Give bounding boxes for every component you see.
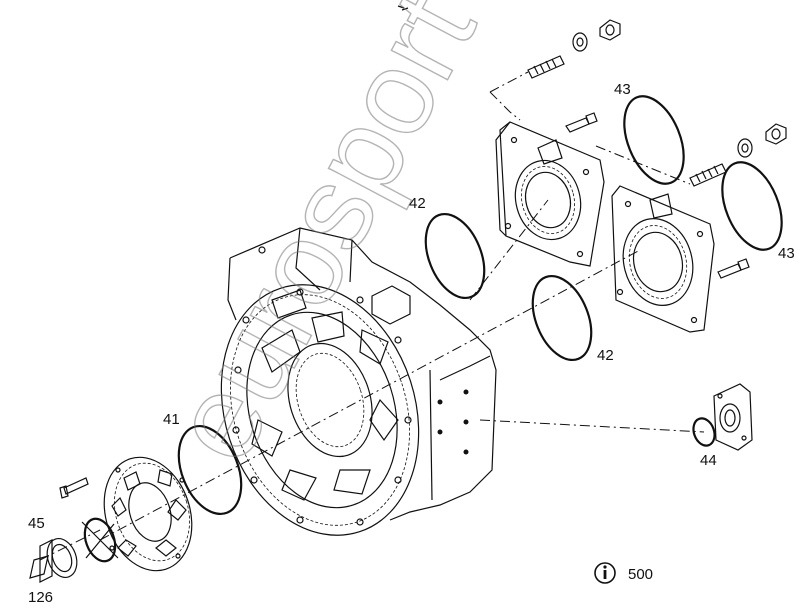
o-ring-44: [692, 417, 716, 447]
info-circle-icon: [594, 562, 616, 584]
top-mark: [397, 5, 409, 11]
bolt-front-cover: [59, 477, 89, 499]
callout-42-upper: 42: [409, 195, 426, 212]
callout-43-lower: 43: [778, 245, 795, 262]
o-ring-43-upper: [623, 95, 685, 185]
o-ring-42-upper: [424, 212, 486, 300]
main-housing: [220, 227, 497, 536]
bolt-upper-cover: [565, 112, 598, 133]
axis-line-small-flange: [479, 419, 705, 433]
small-flange: [713, 383, 753, 451]
axis-line-upper-cover: [469, 199, 549, 301]
o-ring-43-lower: [721, 161, 783, 251]
callout-41: 41: [163, 411, 180, 428]
housing-boss: [258, 246, 266, 254]
callout-43-upper: 43: [614, 81, 631, 98]
upper-bearing-cover: [495, 121, 605, 267]
axis-line-seal: [39, 529, 101, 561]
callout-42-lower: 42: [597, 347, 614, 364]
o-ring-42-lower: [531, 274, 593, 362]
callout-126: 126: [28, 589, 53, 606]
axis-line-stud-upper: [489, 71, 529, 93]
stud-washer-nut-lower: [689, 123, 787, 187]
watermark: eurosport: [145, 0, 501, 482]
callout-45: 45: [28, 515, 45, 532]
stud-washer-nut-upper: [527, 19, 621, 79]
bolt-lower-cover: [717, 258, 750, 279]
shaft-seal-126: [29, 538, 78, 583]
axis-line-stud-lower: [595, 145, 691, 185]
info-number: 500: [628, 566, 653, 583]
lower-bearing-cover: [611, 185, 715, 333]
main-axis-line: [99, 249, 641, 541]
callout-44: 44: [700, 452, 717, 469]
axis-line-stud-upper-down: [489, 91, 521, 121]
